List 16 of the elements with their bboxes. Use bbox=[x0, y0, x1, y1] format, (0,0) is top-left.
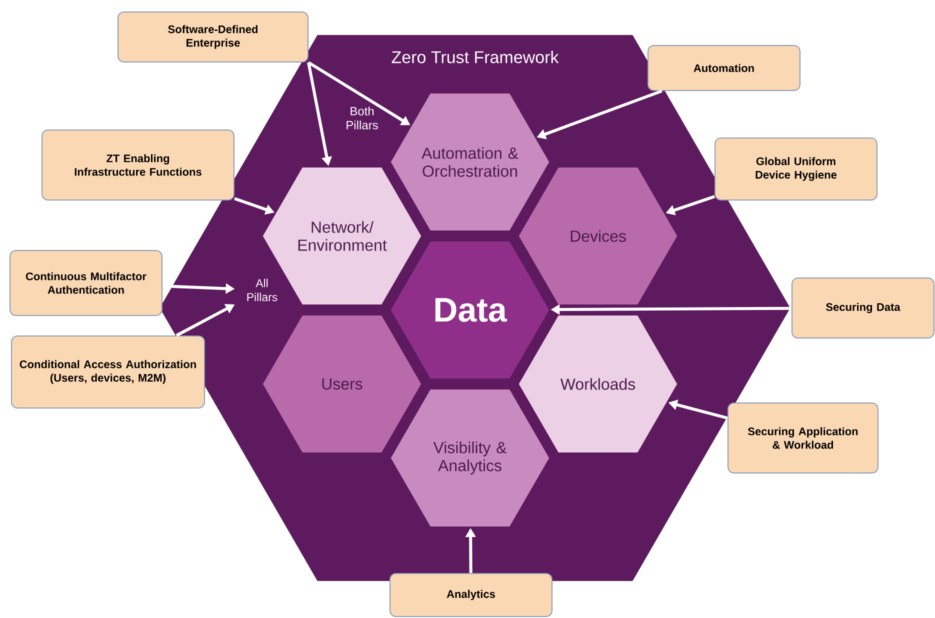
callout-box: Analytics bbox=[390, 573, 552, 617]
callout-box: Securing Application & Workload bbox=[728, 402, 878, 474]
callout-box: Securing Data bbox=[792, 278, 934, 338]
pillar-hexagon: Visibility & Analytics bbox=[389, 388, 551, 528]
callout-box: Software-Defined Enterprise bbox=[118, 12, 308, 62]
pillar-hexagon: Workloads bbox=[517, 314, 679, 454]
pillar-hexagon: Devices bbox=[517, 166, 679, 306]
callout-box: Automation bbox=[648, 45, 800, 91]
pillar-hexagon: Automation & Orchestration bbox=[389, 92, 551, 232]
data-hexagon: Data bbox=[389, 240, 551, 380]
pillar-hexagon: Users bbox=[261, 314, 423, 454]
callout-box: Conditional Access Authorization (Users, devices, M2M) bbox=[11, 336, 205, 408]
callout-box: Continuous Multifactor Authentication bbox=[10, 250, 162, 316]
pillar-note: Both Pillars bbox=[346, 106, 378, 130]
callout-box: ZT Enabling Infrastructure Functions bbox=[42, 130, 234, 200]
callout-box: Global Uniform Device Hygiene bbox=[714, 138, 878, 200]
